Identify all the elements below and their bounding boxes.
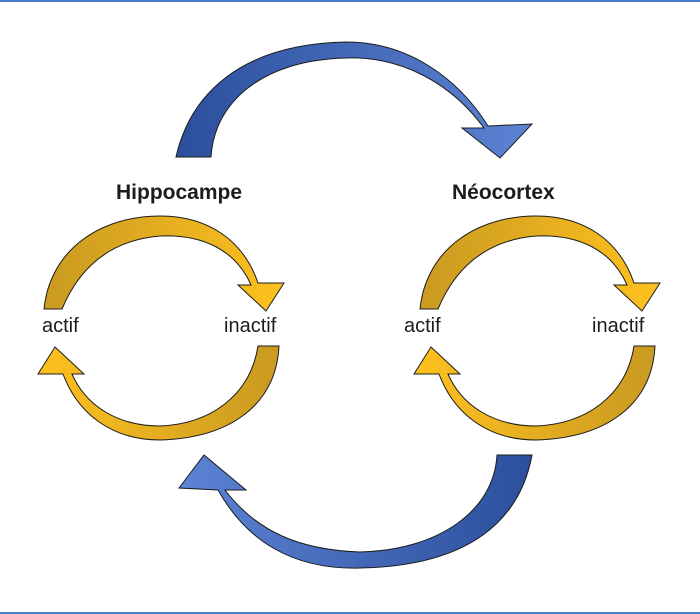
neocortex-state-active: actif [404,315,441,337]
hippocampus-cycle-bottom-arrow [37,345,280,441]
hippocampus-cycle-top-arrow [43,215,285,312]
bottom-border [0,612,700,614]
neocortex-title: Néocortex [452,181,555,204]
top-border [0,0,700,2]
transfer-arrow-bottom [178,454,533,569]
hippocampus-state-active: actif [42,315,79,337]
transfer-arrow-top [175,41,534,159]
neocortex-cycle-top-arrow [419,215,661,312]
neocortex-cycle-bottom-arrow [413,345,656,441]
neocortex-state-inactive: inactif [592,315,645,337]
hippocampus-title: Hippocampe [116,181,243,204]
hippocampus-state-inactive: inactif [224,315,277,337]
